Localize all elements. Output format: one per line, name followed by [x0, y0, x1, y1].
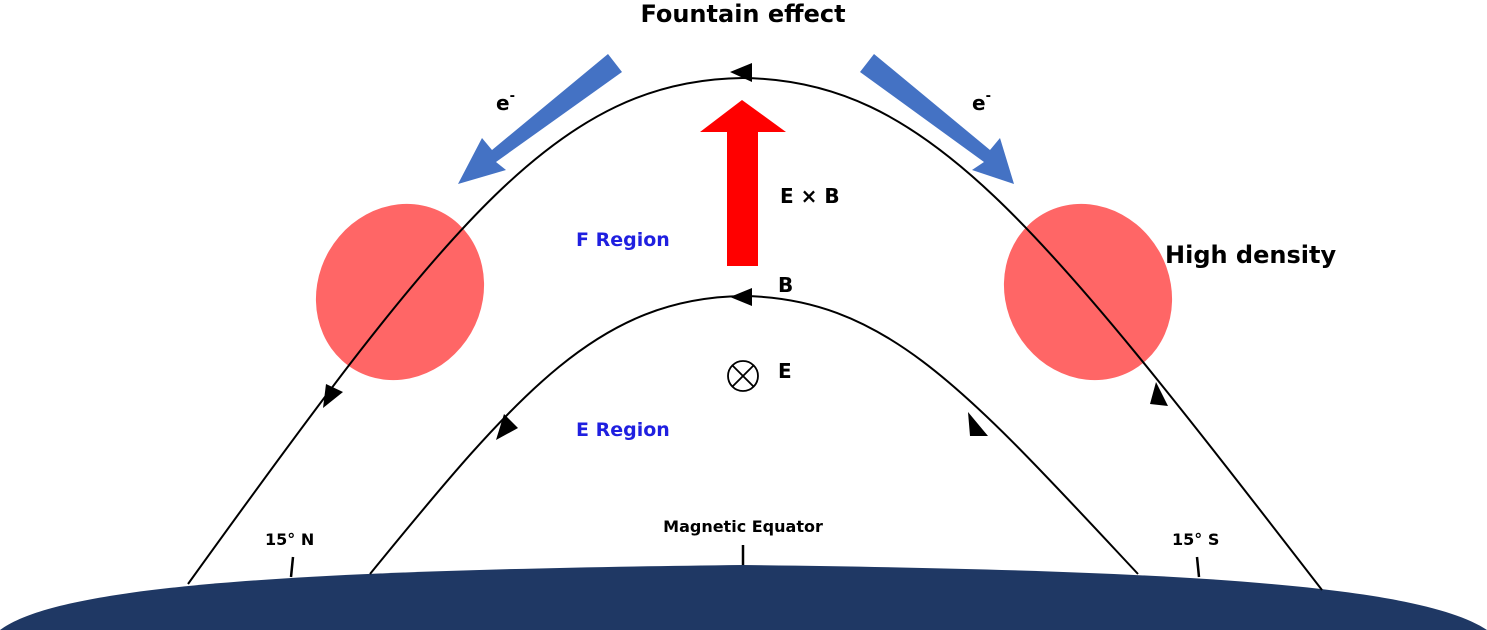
lat-south-label: 15° S	[1172, 530, 1219, 549]
electron-arrow-right	[860, 54, 1014, 184]
tick-15n	[289, 556, 295, 578]
high-density-label: High density	[1165, 241, 1336, 269]
tick-15s	[1195, 556, 1201, 578]
field-arrow-inner-right	[968, 412, 988, 436]
f-region-label: F Region	[576, 229, 670, 251]
lat-north-label: 15° N	[265, 530, 314, 549]
field-arrow-inner-left	[496, 414, 518, 440]
field-line-outer	[187, 76, 1323, 591]
circled-times-icon	[727, 360, 759, 392]
exb-label: E × B	[780, 184, 840, 208]
high-density-blob-left	[315, 203, 485, 381]
electron-label-right: e-	[972, 89, 991, 115]
field-arrow-outer-left	[323, 384, 343, 408]
earth-surface	[0, 565, 1487, 630]
b-field-label: B	[778, 273, 793, 297]
field-arrow-outer-top	[730, 63, 752, 82]
field-arrow-inner-top	[730, 288, 752, 306]
e-field-label: E	[778, 359, 792, 383]
e-region-label: E Region	[576, 419, 670, 441]
diagram-title: Fountain effect	[640, 0, 845, 28]
electron-arrow-left	[458, 54, 622, 184]
exb-arrow	[700, 100, 786, 266]
magnetic-equator-label: Magnetic Equator	[663, 517, 823, 536]
electron-label-left: e-	[496, 89, 515, 115]
field-arrow-outer-right	[1150, 382, 1168, 406]
